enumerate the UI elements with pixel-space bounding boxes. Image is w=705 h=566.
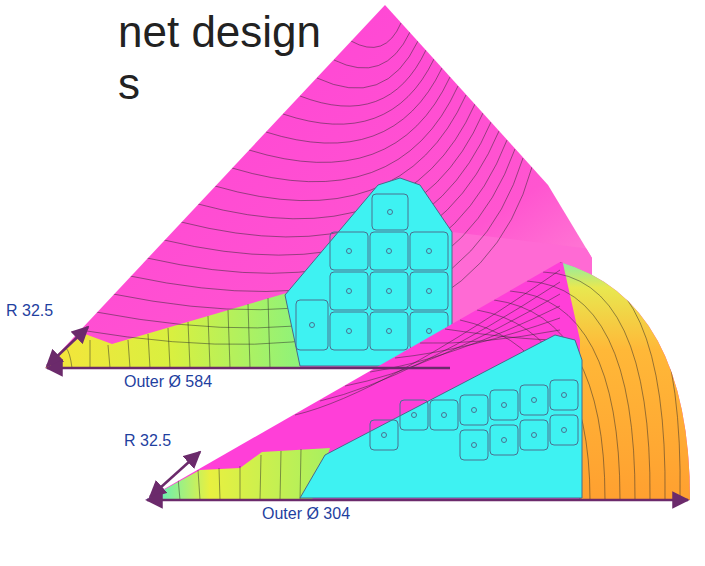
slide-title: net design bbox=[118, 8, 321, 56]
dimension-lines bbox=[47, 327, 688, 500]
lower-yoke bbox=[145, 250, 700, 500]
radius-dimension: R 32.5 bbox=[124, 432, 171, 450]
diameter-dimension: Outer Ø 584 bbox=[124, 373, 212, 391]
slide-title: s bbox=[118, 60, 140, 108]
diameter-dimension: Outer Ø 304 bbox=[262, 505, 350, 523]
radius-dimension: R 32.5 bbox=[6, 302, 53, 320]
